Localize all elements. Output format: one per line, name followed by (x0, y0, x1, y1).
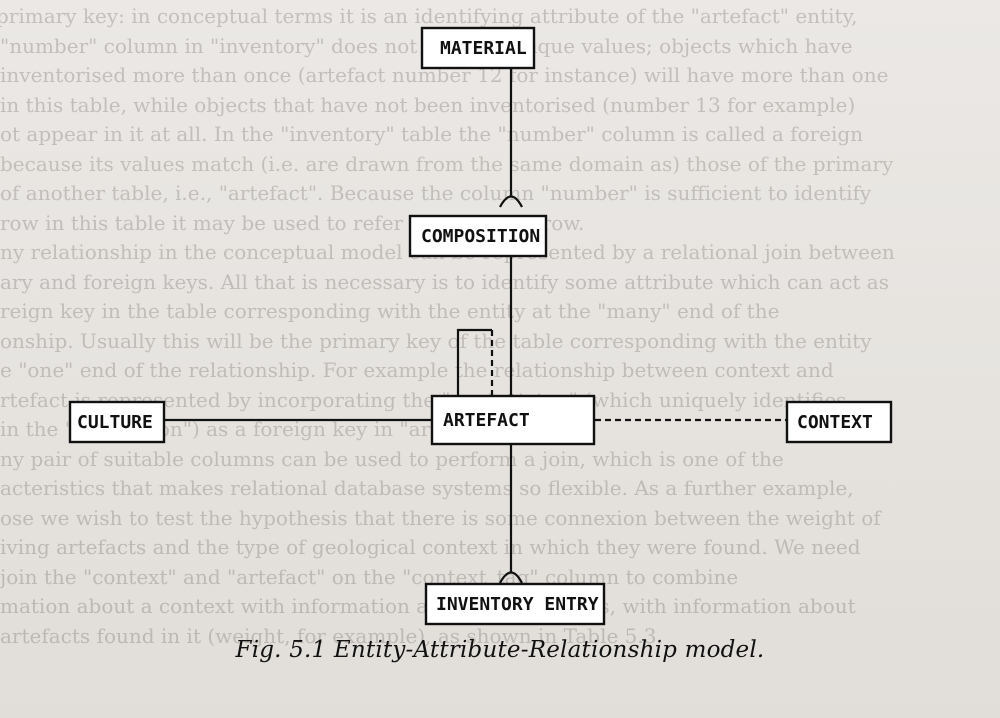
bleed-line: of another table, i.e., "artefact". Beca… (0, 181, 872, 205)
bleed-line: because its values match (i.e. are drawn… (0, 151, 894, 176)
artefact-self-relation-solid (456, 328, 492, 396)
bleed-line: join the "context" and "artefact" on the… (0, 564, 739, 589)
bleed-line: reign key in the table corresponding wit… (0, 299, 780, 323)
bleed-line: artefacts found in it (weight, for examp… (0, 623, 663, 648)
bleed-line: acteristics that makes relational databa… (0, 476, 854, 500)
composition-many-marker (499, 195, 523, 208)
bleed-line: e "one" end of the relationship. For exa… (0, 358, 834, 382)
figure-caption: Fig. 5.1 Entity-Attribute-Relationship m… (235, 637, 765, 663)
entity-artefact: ARTEFACT (430, 394, 596, 446)
entity-context-label: CONTEXT (797, 412, 873, 433)
entity-culture: CULTURE (68, 400, 166, 444)
bleed-line: ny pair of suitable columns can be used … (0, 446, 784, 471)
relationship-lines (164, 67, 787, 572)
entity-context: CONTEXT (785, 400, 893, 444)
bleed-line: iving artefacts and the type of geologic… (0, 535, 861, 559)
entity-composition: COMPOSITION (408, 214, 548, 258)
bleed-line: ose we wish to test the hypothesis that … (0, 505, 881, 530)
entity-inventory-entry-label: INVENTORY ENTRY (436, 594, 599, 615)
bleed-line: ot appear in it at all. In the "inventor… (0, 122, 864, 146)
bleed-line: in this table, while objects that have n… (0, 92, 856, 117)
entity-material-label: MATERIAL (440, 38, 527, 59)
entity-culture-label: CULTURE (77, 412, 153, 433)
bleed-line: ary and foreign keys. All that is necess… (0, 269, 889, 294)
entity-artefact-label: ARTEFACT (443, 410, 530, 431)
bleed-line: onship. Usually this will be the primary… (0, 328, 872, 353)
entity-composition-label: COMPOSITION (421, 226, 540, 247)
entity-inventory-entry: INVENTORY ENTRY (424, 582, 606, 626)
inventory-many-marker (499, 571, 523, 584)
bleed-line: primary key: in conceptual terms it is a… (0, 4, 858, 28)
entity-material: MATERIAL (420, 26, 536, 70)
